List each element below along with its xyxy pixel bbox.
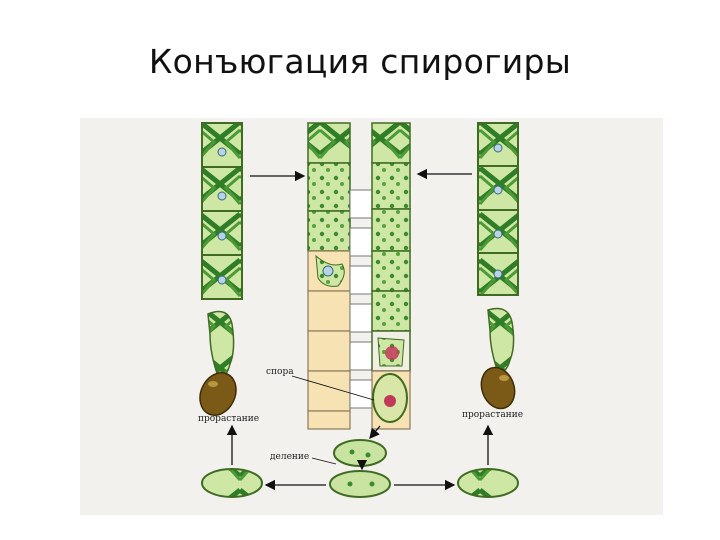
right-filament — [477, 122, 519, 296]
conjugation-diagram: спора прорастание прорастание деление — [80, 118, 663, 515]
bottom-cell-left — [201, 468, 263, 498]
arrow-down-icon — [369, 425, 381, 439]
label-division: деление — [270, 452, 309, 462]
left-germination — [199, 310, 237, 416]
arrows — [226, 168, 494, 491]
bottom-cell-right — [457, 468, 519, 498]
conjugating-filament-left — [307, 122, 351, 430]
left-filament — [201, 122, 243, 300]
diagram-canvas: спора прорастание прорастание деление — [198, 122, 523, 498]
label-germination-left: прорастание — [198, 414, 259, 424]
right-germination — [480, 307, 516, 410]
slide-title: Конъюгация спирогиры — [148, 42, 572, 81]
division-stage — [329, 439, 391, 498]
label-spore: спора — [266, 367, 294, 377]
conjugation-tubes — [349, 189, 373, 409]
label-germination-right: прорастание — [462, 410, 523, 420]
division-pointer — [311, 457, 337, 465]
spore-pointer — [291, 375, 375, 401]
conjugating-filament-right — [371, 122, 411, 430]
